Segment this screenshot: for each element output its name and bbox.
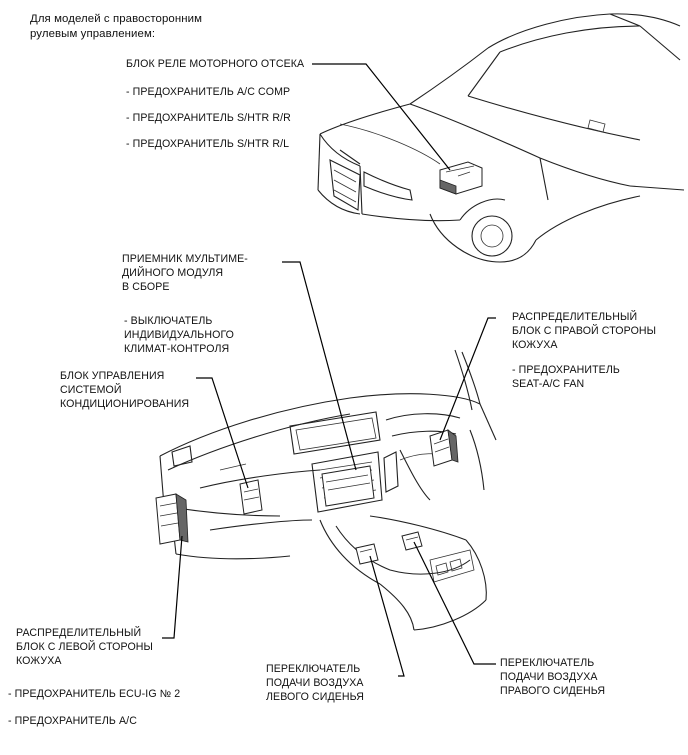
multimedia-receiver-part xyxy=(321,465,375,507)
ac-control-unit-part xyxy=(239,479,263,515)
left-seat-switch-part xyxy=(355,543,379,565)
right-junction-block-part xyxy=(429,429,459,467)
label-left-junction-block: РАСПРЕДЕЛИТЕЛЬНЫЙ БЛОК С ЛЕВОЙ СТОРОНЫ К… xyxy=(16,627,154,667)
label-fuse-ac-comp: - ПРЕДОХРАНИТЕЛЬ A/C COMP xyxy=(126,86,291,98)
label-fuse-ac: - ПРЕДОХРАНИТЕЛЬ A/C xyxy=(8,715,137,727)
label-fuse-ecu-ig-2: - ПРЕДОХРАНИТЕЛЬ ECU-IG № 2 xyxy=(8,688,181,700)
right-seat-switch-part xyxy=(401,531,423,551)
label-ac-control-unit: БЛОК УПРАВЛЕНИЯ СИСТЕМОЙ КОНДИЦИОНИРОВАН… xyxy=(60,370,190,410)
label-left-seat-air-switch: ПЕРЕКЛЮЧАТЕЛЬ ПОДАЧИ ВОЗДУХА ЛЕВОГО СИДЕ… xyxy=(266,663,364,703)
label-right-seat-air-switch: ПЕРЕКЛЮЧАТЕЛЬ ПОДАЧИ ВОЗДУХА ПРАВОГО СИД… xyxy=(500,657,606,697)
label-engine-relay-block: БЛОК РЕЛЕ МОТОРНОГО ОТСЕКА xyxy=(126,58,305,70)
car-body-illustration xyxy=(317,13,685,263)
diagram-heading: Для моделей с правосторонним рулевым упр… xyxy=(30,13,203,40)
label-right-junction-block: РАСПРЕДЕЛИТЕЛЬНЫЙ БЛОК С ПРАВОЙ СТОРОНЫ … xyxy=(512,311,657,351)
dashboard-illustration xyxy=(159,349,497,631)
label-fuse-shtr-rr: - ПРЕДОХРАНИТЕЛЬ S/HTR R/R xyxy=(126,112,291,124)
label-fuse-shtr-rl: - ПРЕДОХРАНИТЕЛЬ S/HTR R/L xyxy=(126,138,290,150)
label-multimedia-receiver: ПРИЕМНИК МУЛЬТИМЕ- ДИЙНОГО МОДУЛЯ В СБОР… xyxy=(122,253,248,293)
engine-relay-block xyxy=(439,161,483,195)
label-climate-switch: - ВЫКЛЮЧАТЕЛЬ ИНДИВИДУАЛЬНОГО КЛИМАТ-КОН… xyxy=(124,315,235,355)
leader-lines xyxy=(162,63,496,677)
left-junction-block-part xyxy=(155,493,189,545)
label-fuse-seat-ac-fan: - ПРЕДОХРАНИТЕЛЬ SEAT-A/C FAN xyxy=(512,364,620,390)
